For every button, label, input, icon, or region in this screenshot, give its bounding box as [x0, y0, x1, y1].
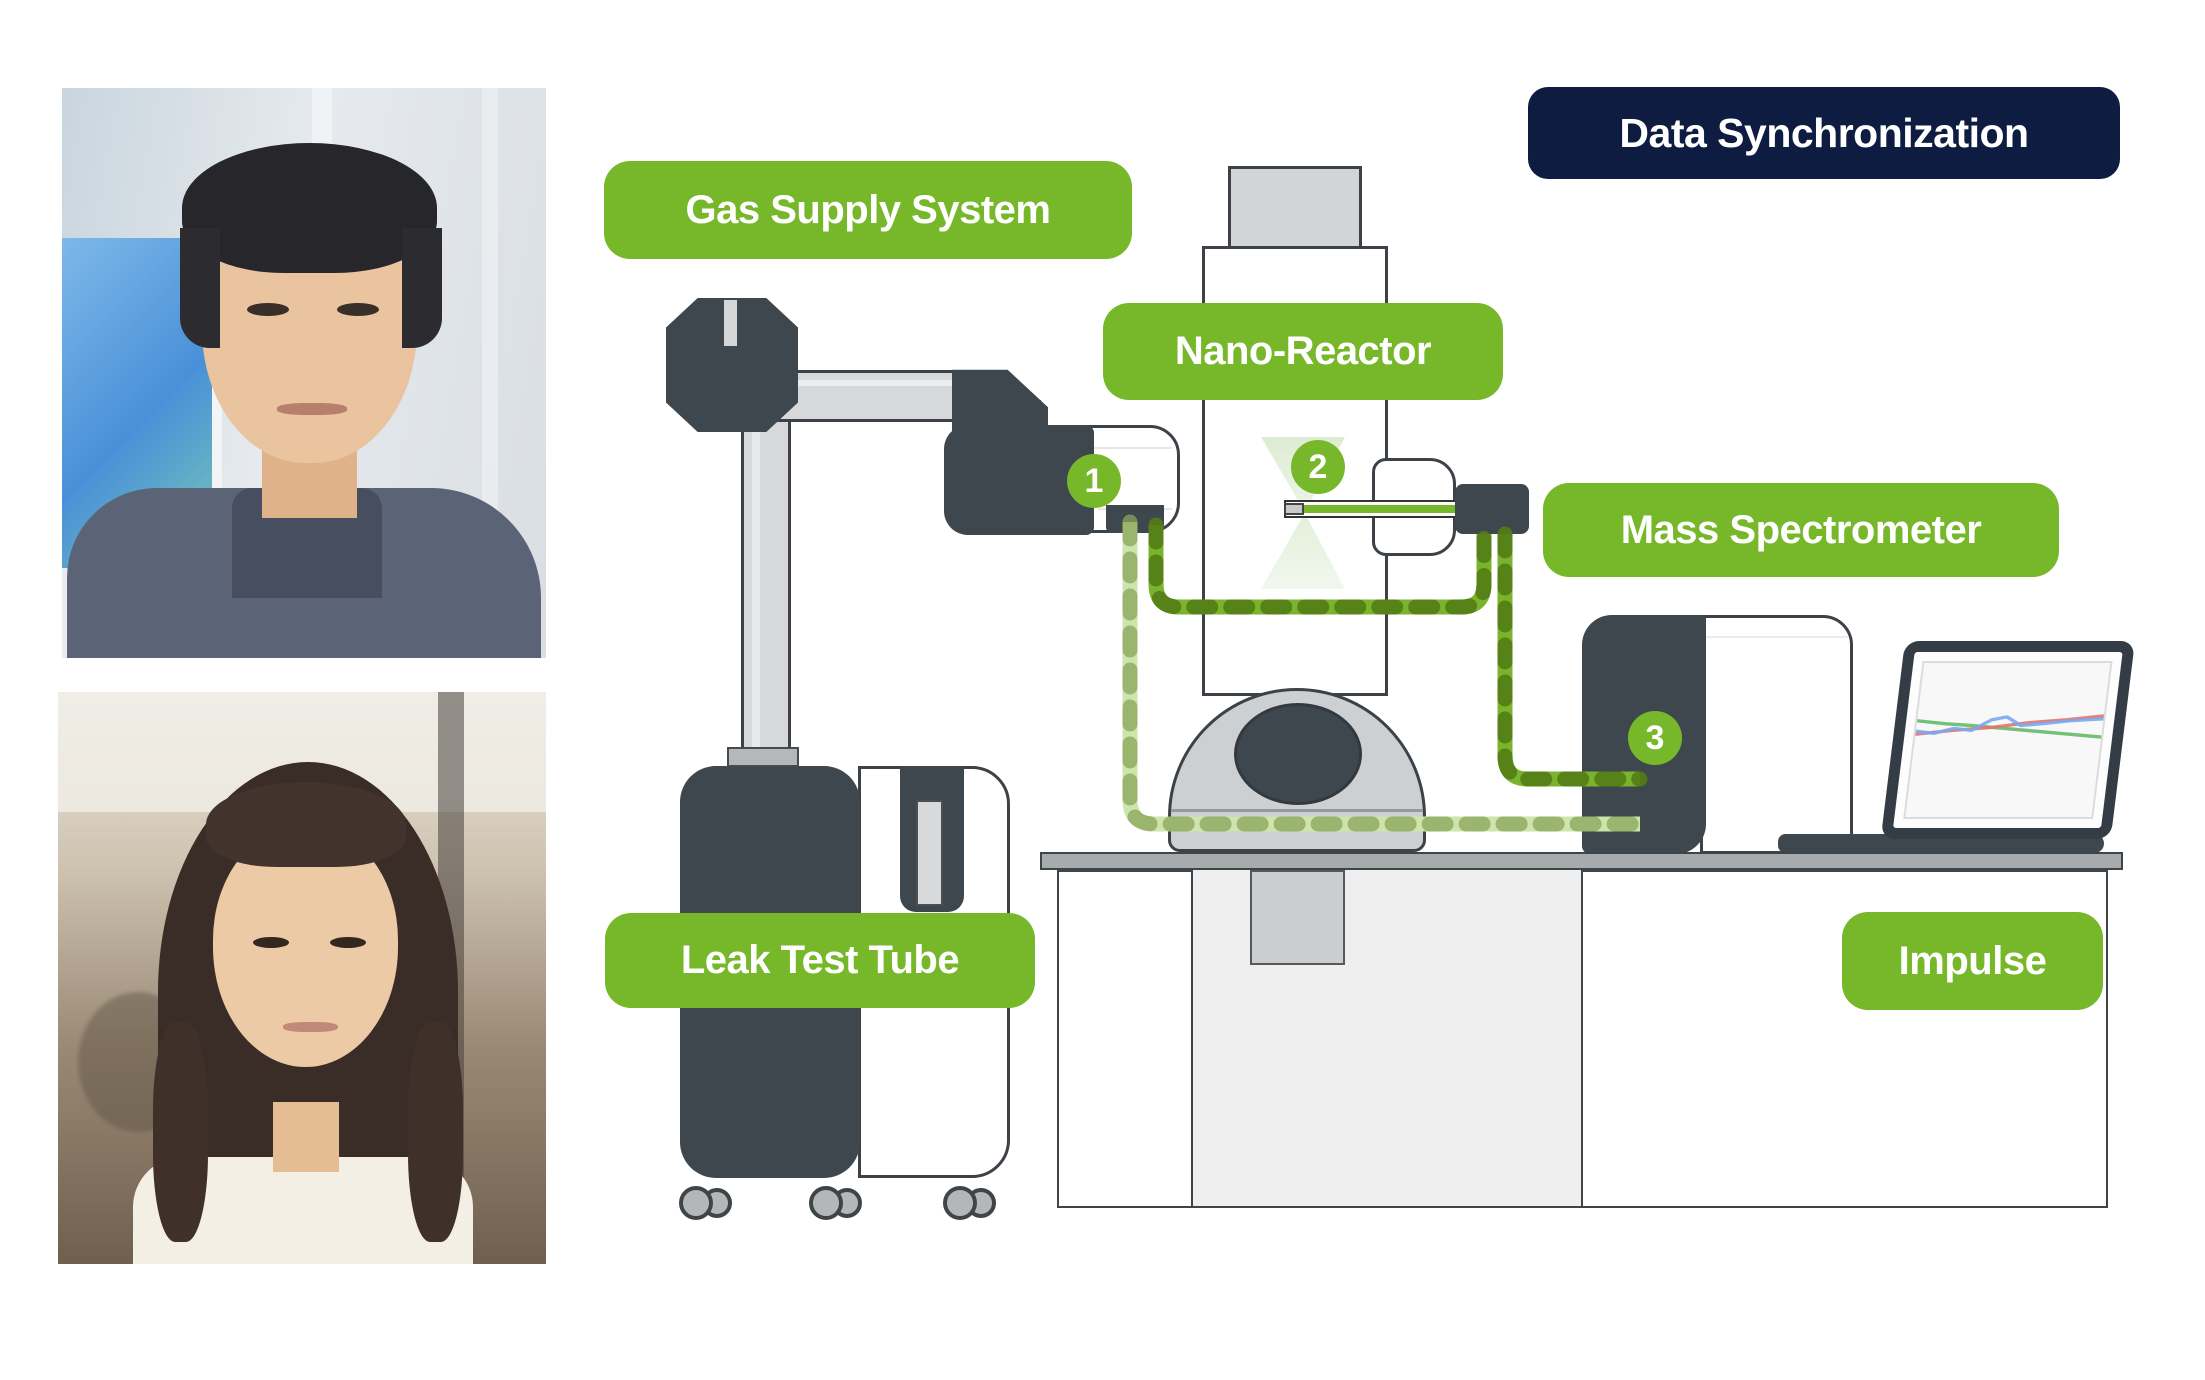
- cart-wheel: [943, 1186, 977, 1220]
- gas-injector-capsule-line: [1046, 447, 1172, 449]
- chart-line-blue: [1914, 715, 2106, 735]
- woman-eye: [253, 937, 289, 948]
- step-number: 2: [1308, 447, 1328, 486]
- step-number: 1: [1084, 461, 1104, 500]
- mass-spec-body: [1700, 615, 1853, 854]
- step-number: 3: [1645, 718, 1665, 757]
- woman-neck: [273, 1102, 339, 1172]
- cart-slot: [916, 800, 943, 906]
- table-pedestal: [1250, 870, 1345, 965]
- table-top: [1040, 852, 2123, 870]
- holder-connector-block: [1455, 484, 1529, 534]
- badge-impulse: Impulse: [1842, 912, 2103, 1010]
- cart-wheel: [679, 1186, 713, 1220]
- badge-label: Nano-Reactor: [1174, 329, 1432, 373]
- laptop-screen: [1880, 641, 2135, 839]
- badge-label: Gas Supply System: [685, 187, 1051, 232]
- woman-hair-lock: [153, 1022, 208, 1242]
- man-hair-side: [402, 228, 442, 348]
- dome-viewport: [1234, 703, 1362, 805]
- woman-eye: [330, 937, 366, 948]
- sample-holder-tip: [1284, 503, 1304, 515]
- laptop-screen-inner: [1893, 652, 2123, 828]
- chart-line-green: [1915, 719, 2103, 739]
- badge-label: Impulse: [1898, 938, 2047, 983]
- man-mouth: [277, 403, 347, 415]
- portrait-photo-man: [62, 88, 546, 658]
- title-badge-data-synchronization: Data Synchronization: [1528, 87, 2120, 179]
- man-hair: [182, 143, 437, 273]
- sample-holder-capillary: [1304, 505, 1520, 513]
- gas-arm-post: [741, 414, 791, 770]
- gas-arm-clamp-slit: [724, 300, 737, 346]
- cart-wheel: [809, 1186, 843, 1220]
- badge-label: Leak Test Tube: [680, 938, 960, 982]
- woman-bangs: [206, 782, 406, 867]
- gas-arm-highlight: [720, 380, 984, 386]
- microscope-gun-cap: [1228, 166, 1362, 250]
- laptop-chart: [1903, 661, 2113, 819]
- badge-gas-supply-system: Gas Supply System: [604, 161, 1132, 259]
- badge-nano-reactor: Nano-Reactor: [1103, 303, 1503, 400]
- step-circle-1: 1: [1067, 454, 1121, 508]
- step-circle-2: 2: [1291, 440, 1345, 494]
- woman-hair-lock: [408, 1022, 463, 1242]
- man-eye: [247, 303, 289, 316]
- gas-arm-post-highlight: [752, 420, 760, 765]
- man-eye: [337, 303, 379, 316]
- dome-chord-line: [1171, 809, 1423, 812]
- woman-mouth: [283, 1022, 338, 1032]
- badge-label: Mass Spectrometer: [1620, 507, 1982, 552]
- gas-injector-nozzle: [1106, 505, 1164, 533]
- badge-leak-test-tube: Leak Test Tube: [605, 913, 1035, 1008]
- man-hair-side: [180, 228, 220, 348]
- title-badge-label: Data Synchronization: [1619, 109, 2029, 156]
- cart-post-collar: [727, 747, 799, 767]
- badge-mass-spectrometer: Mass Spectrometer: [1543, 483, 2059, 577]
- mass-spec-body-line: [1706, 636, 1848, 638]
- portrait-photo-woman: [58, 692, 546, 1264]
- laptop-chart-svg: [1913, 714, 2106, 739]
- step-circle-3: 3: [1628, 711, 1682, 765]
